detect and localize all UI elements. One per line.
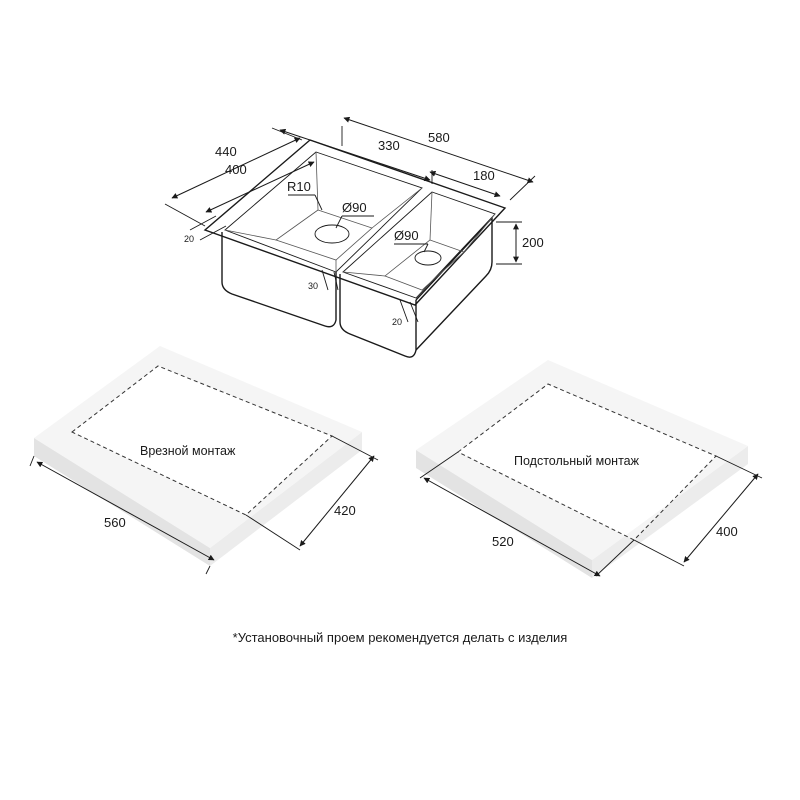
dim-line-400-under [683,473,759,563]
dim-line-400 [205,161,315,213]
dim-r10: R10 [287,179,311,194]
dim-line-180 [429,170,501,198]
dim-560: 560 [104,515,126,530]
drain-small-icon [414,250,442,266]
drain-large-icon [314,224,350,244]
board-under-mount: Подстольный монтаж 520 400 [416,360,763,578]
dim-400-under: 400 [716,524,738,539]
dim-180: 180 [473,168,495,183]
dim-400: 400 [225,162,247,177]
sink-drawing: 580 330 180 440 400 200 R10 Ø90 Ø90 [164,116,544,358]
footnote: *Установочный проем рекомендуется делать… [232,630,568,645]
dim-rim-right: 20 [392,317,402,327]
dim-line-580 [343,116,534,184]
bowl-large-body [221,232,337,328]
dim-330: 330 [378,138,400,153]
bowl-small-top [342,191,496,299]
bowl-small-body [339,274,417,358]
dim-520: 520 [492,534,514,549]
dim-580: 580 [428,130,450,145]
dim-drain-large: Ø90 [342,200,367,215]
bowl-small-side [415,216,493,301]
dim-440: 440 [215,144,237,159]
dim-line-560 [36,461,215,561]
dim-divider: 30 [308,281,318,291]
dim-line-520 [423,477,601,577]
dim-200: 200 [522,235,544,250]
bowl-large-floor [275,209,373,261]
bowl-small-floor [384,239,465,291]
bowl-small-back [415,261,493,351]
label-under-mount: Подстольный монтаж [514,454,640,468]
dim-rim-left: 20 [184,234,194,244]
label-top-mount: Врезной монтаж [140,444,236,458]
board-top-mount: Врезной монтаж 560 420 [29,346,379,575]
dim-420: 420 [334,503,356,518]
dim-line-330 [279,128,431,182]
dim-line-420 [299,455,375,547]
dim-drain-small: Ø90 [394,228,419,243]
